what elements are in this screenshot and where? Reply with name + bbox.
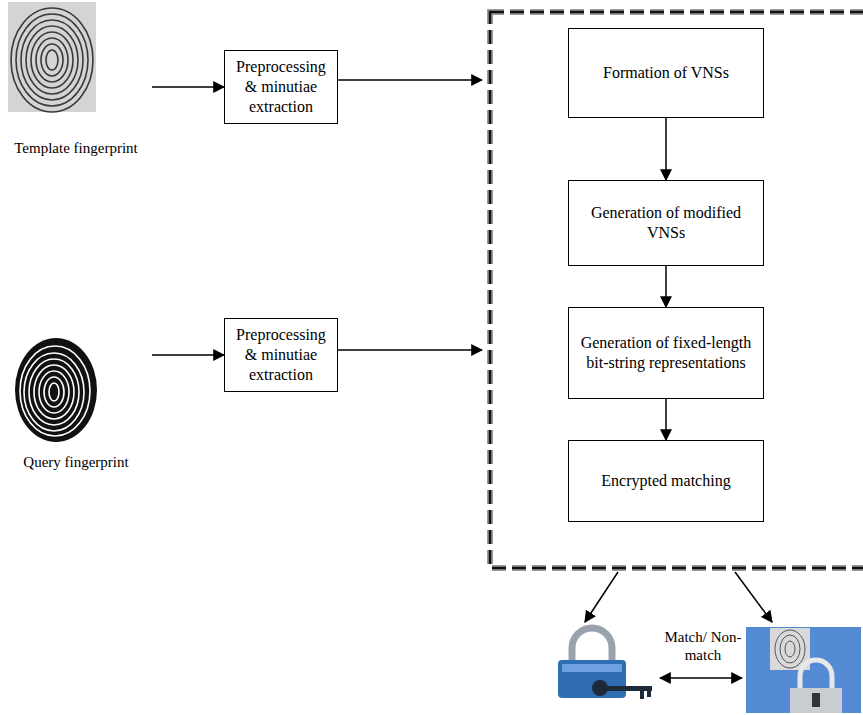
process-box: Formation of VNSs <box>568 28 764 118</box>
box-label: Encrypted matching <box>601 471 730 491</box>
fingerprint-image: Template fingerprint <box>0 0 152 158</box>
box-label: Formation of VNSs <box>603 63 729 83</box>
process-box: Preprocessing & minutiae extraction <box>224 318 338 392</box>
arrow-line <box>338 79 482 81</box>
query-fingerprint <box>15 338 97 442</box>
fingerprint-image: Query fingerprint <box>0 335 152 472</box>
double-arrow <box>660 677 742 679</box>
padlock-icon <box>558 628 652 699</box>
arrow-line <box>338 349 482 351</box>
box-label: Generation of modified VNSs <box>577 203 755 243</box>
arrow-line <box>585 572 618 622</box>
flow-arrow <box>665 399 667 440</box>
flow-arrow <box>152 354 224 356</box>
template-fingerprint <box>8 2 96 112</box>
fingerprint-lock-icon <box>746 627 861 713</box>
process-box: Preprocessing & minutiae extraction <box>224 50 338 124</box>
process-box: Encrypted matching <box>568 440 764 522</box>
arrow-line <box>735 572 772 622</box>
match-label: Match/ Non-match <box>662 628 744 664</box>
image-caption: Template fingerprint <box>14 139 138 158</box>
dashed-frame <box>490 12 863 568</box>
flow-arrow <box>152 86 224 88</box>
flow-arrow <box>665 266 667 307</box>
box-label: Preprocessing & minutiae extraction <box>233 325 329 385</box>
process-box: Generation of modified VNSs <box>568 180 764 266</box>
flow-arrow <box>665 118 667 180</box>
box-label: Generation of fixed-length bit-string re… <box>577 333 755 373</box>
image-caption: Query fingerprint <box>23 453 128 472</box>
box-label: Preprocessing & minutiae extraction <box>233 57 329 117</box>
process-box: Generation of fixed-length bit-string re… <box>568 307 764 399</box>
